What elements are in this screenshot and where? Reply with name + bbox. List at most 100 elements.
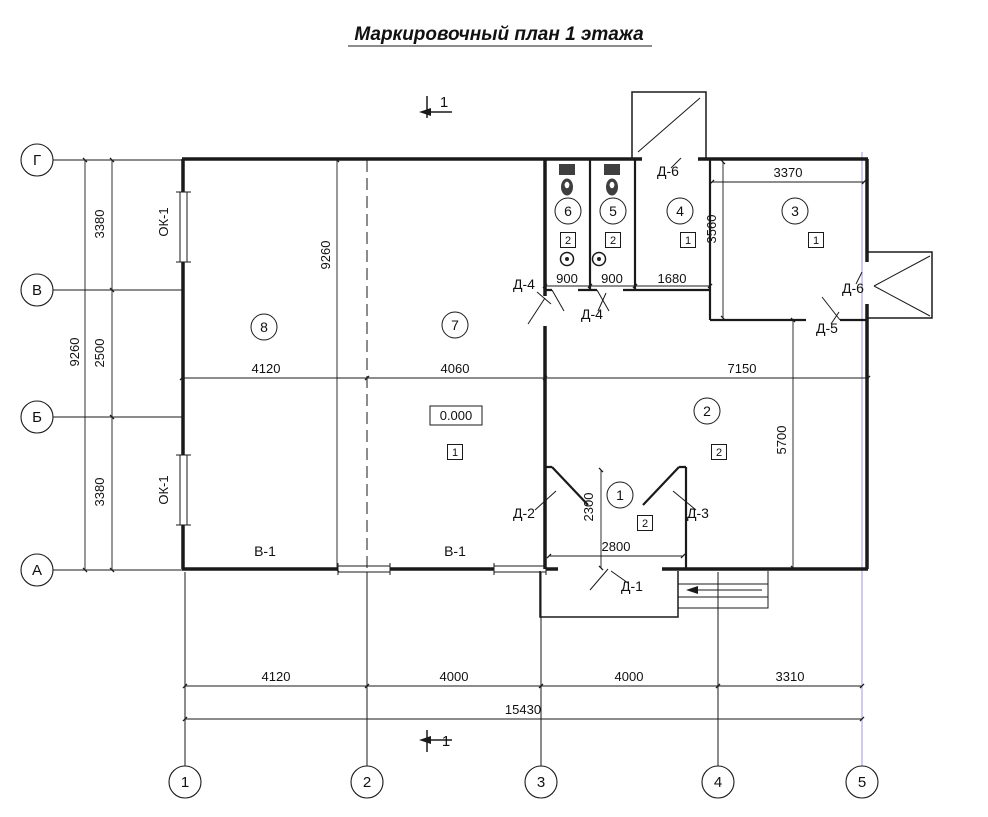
floor-marker-room3-box xyxy=(808,232,824,248)
toilet-tank-2 xyxy=(604,164,620,175)
door-leaf-d1 xyxy=(589,568,609,591)
room-number-4: 4 xyxy=(676,203,684,219)
level-mark-value: 0.000 xyxy=(440,408,473,423)
axis-bubble-4 xyxy=(701,765,735,799)
toilet-tank-1 xyxy=(559,164,575,175)
entry-steps xyxy=(678,571,769,609)
axis-label-3: 3 xyxy=(537,774,545,791)
floor-drain-2-dot xyxy=(597,257,601,261)
room-number-7: 7 xyxy=(451,317,459,333)
axis-col-bubbles: 1 2 3 4 5 xyxy=(168,765,879,799)
axis-label-1: 1 xyxy=(181,774,189,791)
dim-left-top: 3380 xyxy=(92,210,107,239)
section-label-top: 1 xyxy=(440,94,448,111)
dim-bottom-3-4: 4000 xyxy=(615,669,644,684)
axis-label-2: 2 xyxy=(363,774,371,791)
door-label-d4-right: Д-4 xyxy=(581,306,603,322)
section-arrow-bottom xyxy=(419,736,431,744)
door-label-d6-right: Д-6 xyxy=(842,280,864,296)
dim-room3-width-label: 3370 xyxy=(774,165,803,180)
room-circle-6 xyxy=(554,197,582,225)
wall-vestibule xyxy=(545,465,688,569)
leader-d1 xyxy=(610,570,629,584)
dim-inner-height: 9260 xyxy=(318,241,333,270)
floor-marker-room1-box xyxy=(637,515,653,531)
axis-bubble-v xyxy=(20,273,54,307)
room-number-2: 2 xyxy=(703,403,711,419)
door-leaf-wc-left xyxy=(551,289,565,312)
floor-marker-wc-left-box xyxy=(560,232,576,248)
floor-marker-room2-box xyxy=(711,444,727,460)
door-labels: Д-6 Д-4 Д-4 Д-6 Д-5 Д-2 Д-3 Д-1 xyxy=(513,163,864,594)
floor-drain-2 xyxy=(591,251,607,267)
floor-marker-room4-box xyxy=(680,232,696,248)
axis-lines xyxy=(53,152,863,766)
porches xyxy=(539,91,933,618)
floor-marker-wc-right-box xyxy=(605,232,621,248)
window-label-ok1-upper: ОК-1 xyxy=(156,207,171,236)
door-label-d6-top: Д-6 xyxy=(657,163,679,179)
window-v1-glass xyxy=(338,565,546,573)
dim-wc-left: 900 xyxy=(556,271,578,286)
dim-mid-right: 7150 xyxy=(728,361,757,376)
dim-vestibule-width-label: 2800 xyxy=(602,539,631,554)
interior-walls xyxy=(543,159,868,569)
floor-marker-room4: 1 xyxy=(685,235,691,247)
room-circle-3 xyxy=(781,197,809,225)
sanitary-fixtures xyxy=(559,164,620,267)
window-ok1-glass xyxy=(179,192,188,525)
room-circle-8 xyxy=(250,313,278,341)
axis-label-5: 5 xyxy=(858,774,866,791)
wall-vestibule-splays xyxy=(551,466,680,506)
drawing-title: Маркировочный план 1 этажа xyxy=(354,24,644,45)
window-labels: ОК-1 ОК-1 В-1 В-1 xyxy=(156,207,466,559)
leader-d4-right xyxy=(597,292,607,312)
outer-walls xyxy=(181,157,869,571)
axis-bubble-5 xyxy=(845,765,879,799)
door-label-d3: Д-3 xyxy=(687,505,709,521)
axis-label-g: Г xyxy=(33,152,41,169)
window-v1-jambs xyxy=(337,563,547,575)
dim-room4-width: 1680 xyxy=(658,271,687,286)
window-label-v1-right: В-1 xyxy=(444,543,466,559)
room-circle-7 xyxy=(441,311,469,339)
toilet-bowl-2-center xyxy=(609,181,615,189)
dim-bottom-2-3: 4000 xyxy=(440,669,469,684)
leader-d6-right xyxy=(855,271,863,285)
dim-mid-left: 4120 xyxy=(252,361,281,376)
floor-marker-room1: 2 xyxy=(642,518,648,530)
leader-d5 xyxy=(830,311,840,325)
right-porch-ramp xyxy=(873,255,931,317)
window-ok1-jambs xyxy=(176,191,191,526)
door-label-d4-left: Д-4 xyxy=(513,276,535,292)
room-number-6: 6 xyxy=(564,203,572,219)
axis-label-a: А xyxy=(32,562,42,579)
dim-left-bottom: 3380 xyxy=(92,478,107,507)
bottom-porch xyxy=(539,571,679,618)
axis-row-lines xyxy=(53,159,182,571)
room-number-3: 3 xyxy=(791,203,799,219)
axis-bubble-3 xyxy=(524,765,558,799)
leader-d3 xyxy=(672,490,697,511)
floor-marker-wc-left: 2 xyxy=(565,235,571,247)
dim-room2-height-label: 5700 xyxy=(774,426,789,455)
axis-label-v: В xyxy=(32,282,42,299)
section-label-bottom: 1 xyxy=(442,733,450,750)
door-label-d1: Д-1 xyxy=(621,578,643,594)
axis-bubble-b xyxy=(20,400,54,434)
window-symbols xyxy=(176,191,547,575)
window-label-v1-left: В-1 xyxy=(254,543,276,559)
axis-row-bubbles: Г В Б А xyxy=(20,143,54,587)
axis-bubble-2 xyxy=(350,765,384,799)
axis-label-4: 4 xyxy=(714,774,722,791)
dimension-texts: 3380 9260 2500 3380 9260 3370 3560 900 9… xyxy=(67,165,804,717)
floor-marker-room7: 1 xyxy=(452,447,458,459)
room-numbers: 8 7 6 5 4 3 2 1 xyxy=(250,197,809,509)
room-number-1: 1 xyxy=(616,487,624,503)
dim-vestibule-depth-label: 2300 xyxy=(581,493,596,522)
dim-bottom-1-2: 4120 xyxy=(262,669,291,684)
room-circle-1 xyxy=(606,481,634,509)
dim-bottom-4-5: 3310 xyxy=(776,669,805,684)
leader-d2 xyxy=(534,490,557,511)
axis-bubble-a xyxy=(20,553,54,587)
